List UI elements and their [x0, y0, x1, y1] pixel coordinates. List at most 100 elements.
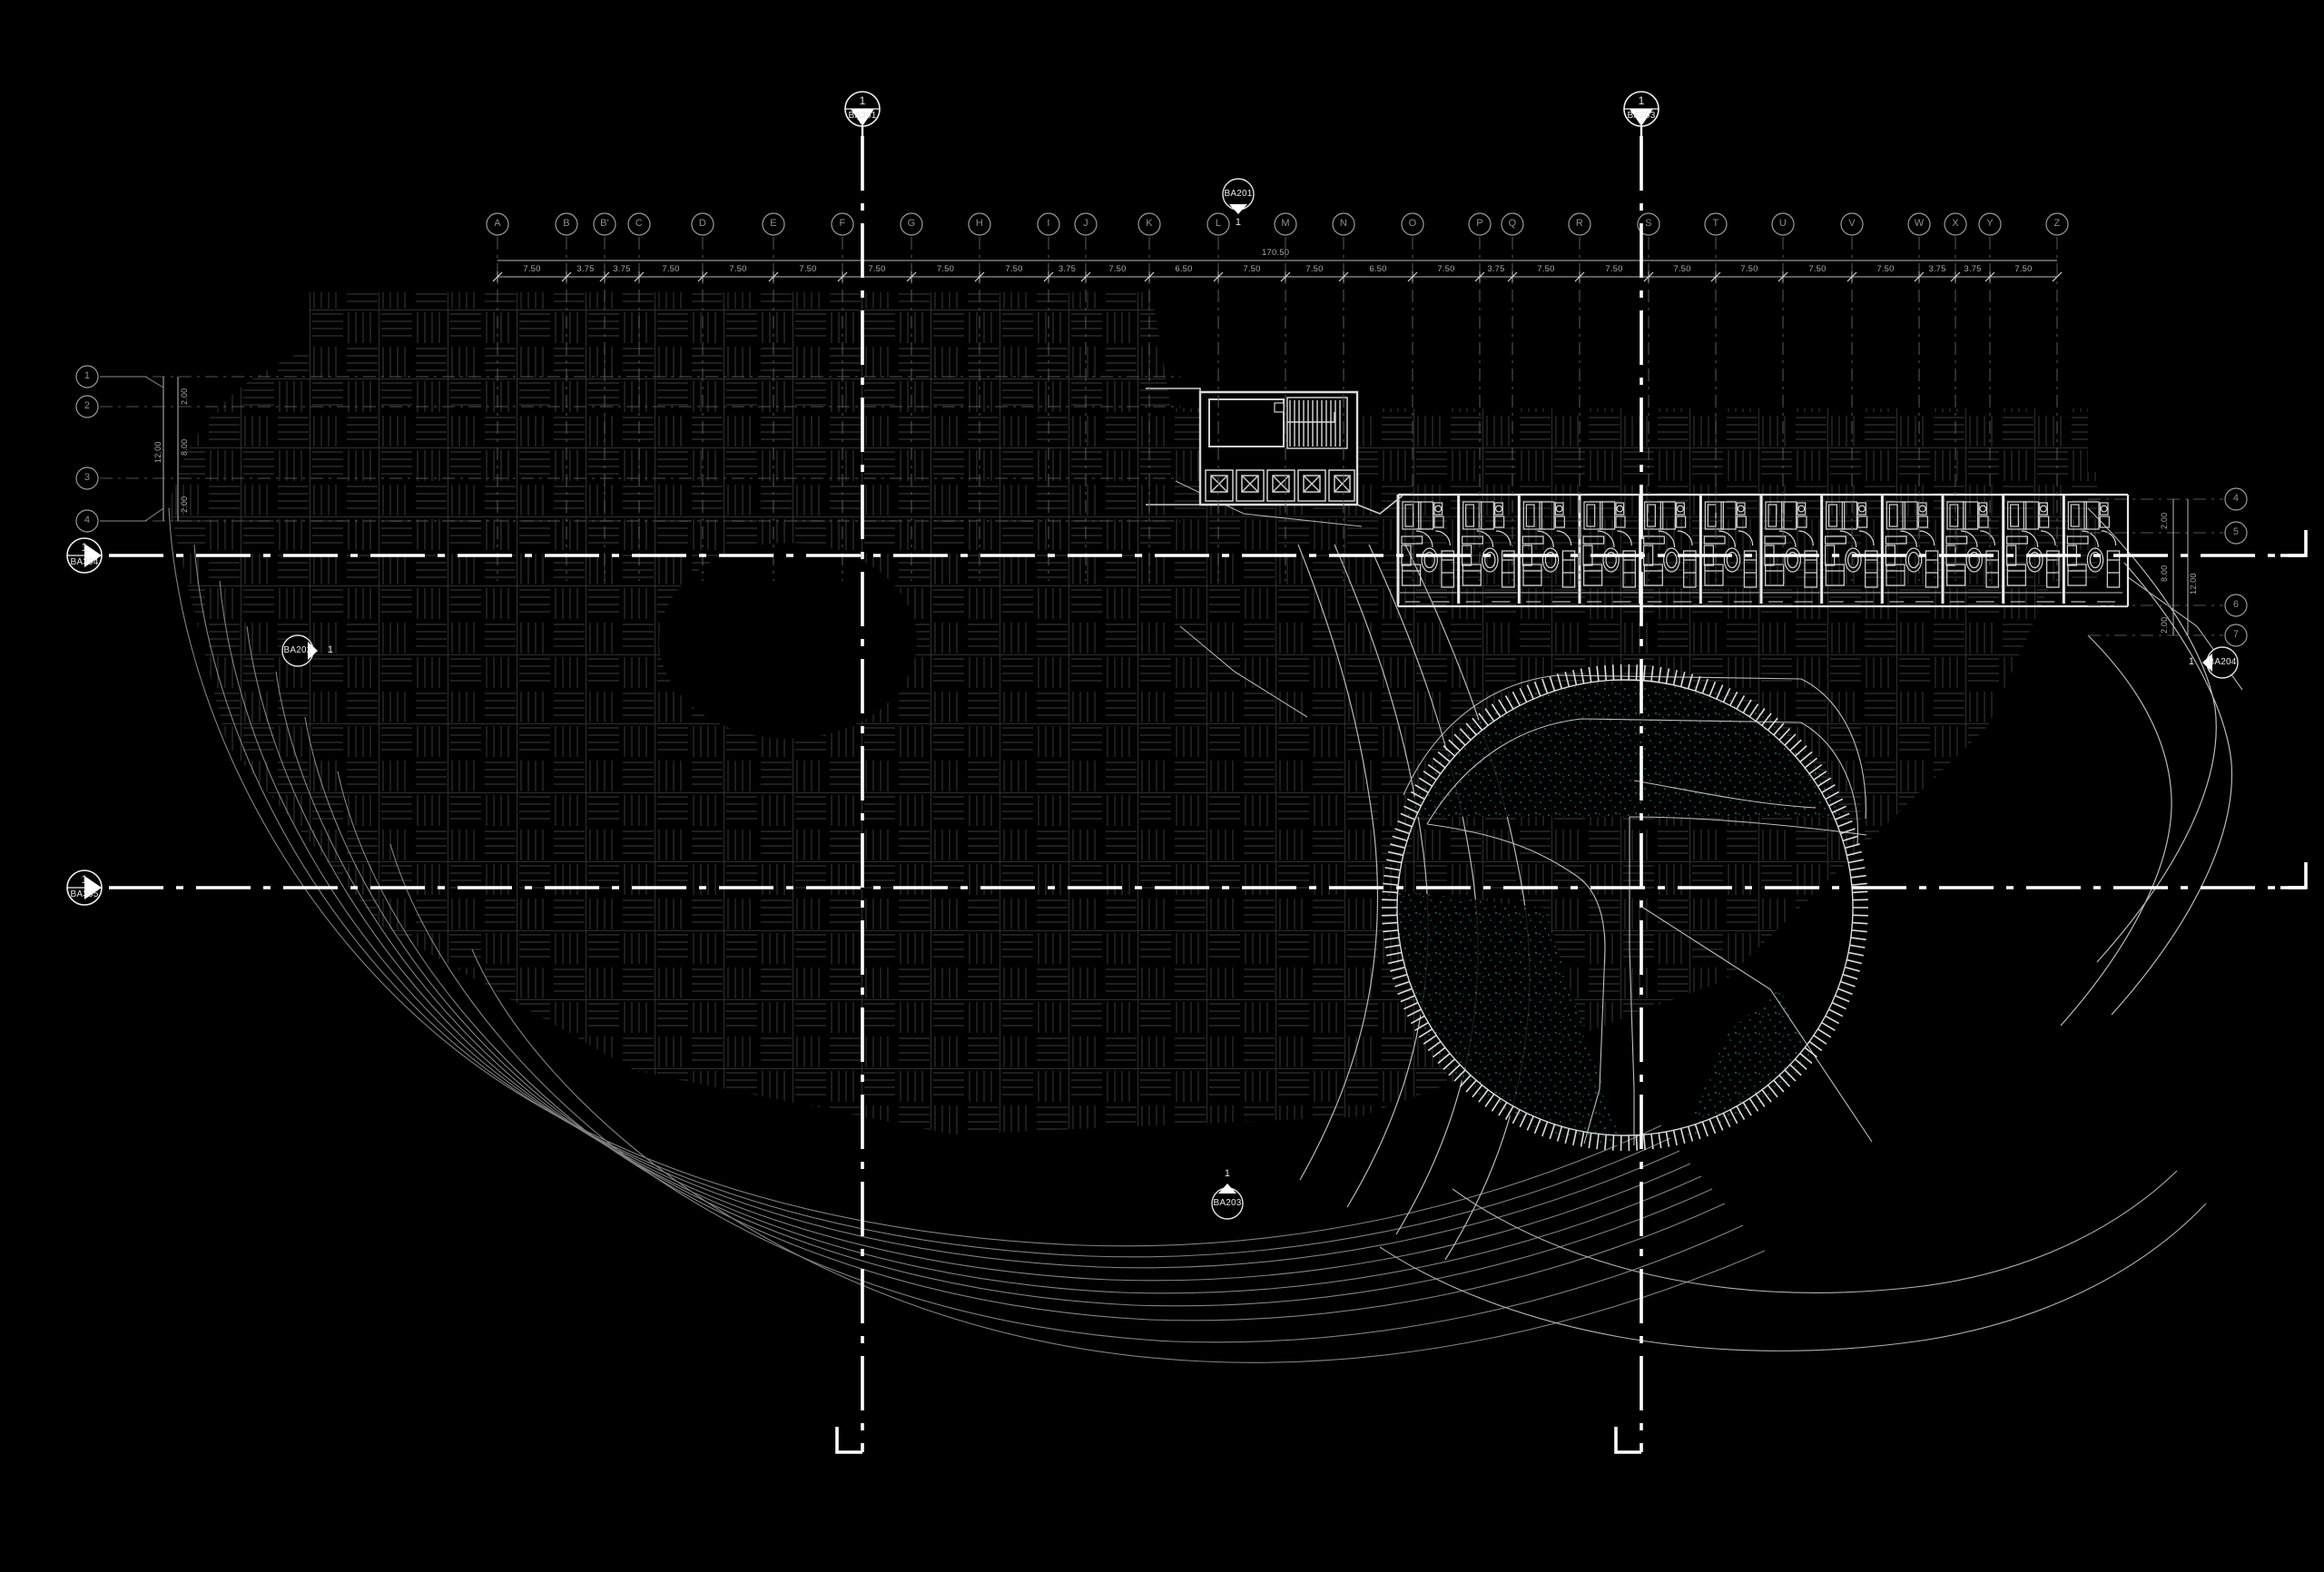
grid-bubble — [2224, 487, 2248, 511]
grid-label-F: F — [839, 218, 846, 229]
grid-label-I: I — [1047, 218, 1050, 229]
dim-span-label: 7.50 — [1437, 264, 1455, 274]
grid-label-U: U — [1778, 218, 1787, 229]
grid-bubble — [1401, 212, 1424, 236]
grid-label-R: R — [1575, 218, 1584, 229]
grid-label-right-7: 7 — [2232, 629, 2240, 640]
residential-unit — [2002, 495, 2063, 604]
marker-ba202-sheet: BA202 — [283, 645, 312, 655]
grid-bubble — [627, 212, 651, 236]
grid-label-D: D — [698, 218, 707, 229]
grid-label-C: C — [635, 218, 644, 229]
grid-bubble — [1468, 212, 1492, 236]
dim-span-label: 7.50 — [1108, 264, 1127, 274]
grid-bubble — [2224, 624, 2248, 647]
grid-label-2: 2 — [84, 400, 91, 411]
residential-unit — [1699, 495, 1759, 604]
grid-label-O: O — [1408, 218, 1417, 229]
marker-ba304-sheet: BA304 — [70, 557, 99, 567]
grid-bubble — [75, 467, 99, 490]
dim-span-label: 3.75 — [1928, 264, 1946, 274]
marker-ba203[interactable] — [1211, 1184, 1244, 1220]
detail-room — [1208, 398, 1285, 447]
dim-span-label: 6.50 — [1175, 264, 1193, 274]
central-void — [659, 543, 917, 739]
grid-bubble — [1907, 212, 1931, 236]
stair-run — [1286, 397, 1348, 449]
grid-bubble — [900, 212, 923, 236]
grid-bubble — [1137, 212, 1161, 236]
residential-unit — [1759, 495, 1820, 604]
marker-ba202[interactable] — [281, 634, 318, 667]
grid-label-E: E — [770, 218, 777, 229]
dim-span-label: 7.50 — [1005, 264, 1023, 274]
detail-building — [1146, 388, 1403, 515]
grid-bubble — [2224, 594, 2248, 617]
dim-span-label-vertical: 8.00 — [180, 438, 189, 456]
grid-label-right-5: 5 — [2232, 526, 2240, 537]
grid-bubble — [1978, 212, 2002, 236]
grid-bubble — [968, 212, 991, 236]
grid-label-H: H — [975, 218, 984, 229]
dim-span-label: 3.75 — [1487, 264, 1505, 274]
grid-bubble — [1771, 212, 1795, 236]
grid-label-3: 3 — [84, 472, 91, 483]
marker-ba305-number: 1 — [81, 873, 88, 886]
marker-ba202-number: 1 — [327, 644, 334, 655]
marker-ba201[interactable] — [1222, 178, 1255, 214]
dim-span-label: 3.75 — [576, 264, 595, 274]
dim-span-label: 7.50 — [1808, 264, 1827, 274]
marker-ba304-number: 1 — [81, 541, 88, 554]
dim-span-label: 7.50 — [2014, 264, 2033, 274]
grid-label-T: T — [1712, 218, 1719, 229]
dim-span-label: 3.75 — [1058, 264, 1077, 274]
dim-span-label: 7.50 — [936, 264, 955, 274]
dim-span-label-vertical-right: 2.00 — [2160, 512, 2169, 529]
grid-bubble — [1037, 212, 1060, 236]
section-marker-bubbles[interactable] — [66, 91, 2239, 1220]
dimension-lines — [100, 260, 2189, 635]
grid-label-V: V — [1848, 218, 1856, 229]
dim-span-label: 7.50 — [523, 264, 541, 274]
grid-label-G: G — [907, 218, 916, 229]
grid-label-P: P — [1476, 218, 1483, 229]
overall-dimension-label: 170.50 — [1262, 248, 1290, 258]
residential-unit — [1880, 495, 1941, 604]
grid-label-B': B' — [600, 218, 609, 229]
marker-ba301-number: 1 — [859, 94, 866, 107]
dim-span-label: 7.50 — [1537, 264, 1555, 274]
residential-unit — [1820, 495, 1881, 604]
grid-bubble — [831, 212, 854, 236]
marker-ba204[interactable] — [2202, 646, 2239, 679]
marker-ba305[interactable] — [66, 870, 103, 906]
grid-label-right-4: 4 — [2232, 493, 2240, 504]
grid-label-B: B — [563, 218, 570, 229]
dim-span-label: 7.50 — [799, 264, 817, 274]
residential-unit-strip — [1396, 495, 2122, 604]
marker-ba305-sheet: BA305 — [70, 889, 99, 899]
section-cut-lines — [109, 136, 2308, 1454]
grid-label-Q: Q — [1508, 218, 1517, 229]
grid-bubble — [1274, 212, 1297, 236]
grid-bubble — [1944, 212, 1967, 236]
grid-bubble — [486, 212, 509, 236]
marker-ba204-sheet: BA204 — [2208, 657, 2237, 667]
residential-unit — [1457, 495, 1518, 604]
residential-unit — [2062, 495, 2122, 604]
dim-span-label: 7.50 — [729, 264, 747, 274]
stair-landing — [1274, 402, 1285, 413]
dim-span-label: 7.50 — [1673, 264, 1691, 274]
grid-bubble — [593, 212, 616, 236]
marker-ba304[interactable] — [66, 537, 103, 574]
grid-label-N: N — [1339, 218, 1348, 229]
grid-label-S: S — [1645, 218, 1652, 229]
grid-label-K: K — [1146, 218, 1153, 229]
dim-span-label: 7.50 — [1605, 264, 1623, 274]
dim-span-label: 7.50 — [1740, 264, 1758, 274]
terrain-contours — [168, 507, 1766, 1363]
dim-span-label-vertical: 2.00 — [180, 496, 189, 513]
grid-label-W: W — [1914, 218, 1925, 229]
grid-bubble — [555, 212, 578, 236]
plaza-tick-ring — [1382, 664, 1868, 1151]
